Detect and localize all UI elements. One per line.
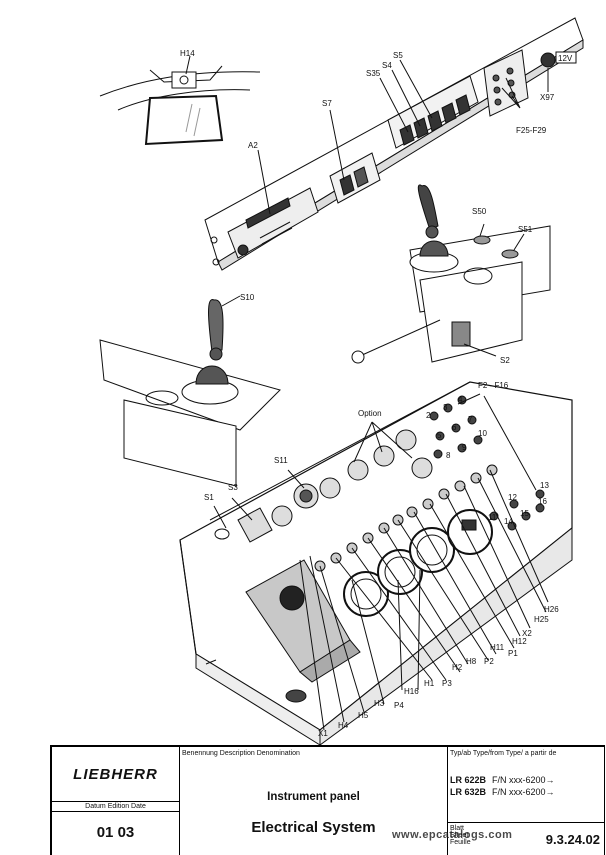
label-h5: H5 — [358, 711, 369, 720]
edition-label: Datum Edition Date — [52, 803, 179, 812]
label-p2: P2 — [484, 657, 494, 666]
label-h4: H4 — [338, 721, 349, 730]
type-row: LR 632B F/N xxx-6200→ — [450, 787, 555, 797]
label-s1: S1 — [204, 493, 214, 502]
label-f2-f16: F2 - F16 — [478, 381, 509, 390]
label-n6: 6 — [452, 423, 457, 432]
title-block: LIEBHERR Datum Edition Date 01 03 Benenn… — [50, 745, 605, 855]
label-s10: S10 — [240, 293, 255, 302]
document-system: Electrical System — [251, 819, 376, 836]
label-s4: S4 — [382, 61, 392, 70]
sheet-cell: Blatt Sheet Feuille 9.3.24.02 — [448, 823, 604, 855]
label-n12: 12 — [508, 493, 517, 502]
document-title: Instrument panel — [267, 791, 360, 803]
label-p3: P3 — [442, 679, 452, 688]
label-n10: 10 — [478, 429, 487, 438]
label-n8: 8 — [446, 451, 451, 460]
label-n3: 3 — [443, 403, 448, 412]
label-h11: H11 — [490, 643, 505, 652]
type-model: LR 632B — [450, 787, 487, 797]
label-h3: H3 — [374, 699, 385, 708]
label-x97: X97 — [540, 93, 555, 102]
instrument-panel-drawing: H14 S5 S4 S35 S7 A2 12V X97 F25-F29 S50 … — [99, 17, 584, 745]
type-label: Typ/ab Type/from Type/ a partir de — [450, 750, 557, 757]
label-s5: S5 — [393, 51, 403, 60]
label-h14: H14 — [180, 49, 195, 58]
label-n15: 15 — [520, 509, 529, 518]
label-s3: S3 — [228, 483, 238, 492]
label-n7: 7 — [468, 415, 473, 424]
type-model: LR 622B — [450, 775, 487, 785]
label-s11: S11 — [274, 456, 288, 465]
label-s7: S7 — [322, 99, 332, 108]
type-serial: F/N xxx-6200→ — [492, 775, 555, 785]
label-x2: X2 — [522, 629, 532, 638]
label-h8: H8 — [466, 657, 477, 666]
label-x1: X1 — [318, 729, 328, 738]
label-s35: S35 — [366, 69, 381, 78]
type-serial: F/N xxx-6200→ — [492, 787, 555, 797]
label-n2: 2 — [426, 411, 431, 420]
label-h26: H26 — [544, 605, 559, 614]
label-h2: H2 — [452, 663, 463, 672]
label-n11: 11 — [488, 513, 497, 522]
label-12v: 12V — [558, 54, 573, 63]
label-n16: 16 — [538, 497, 547, 506]
label-p1: P1 — [508, 649, 518, 658]
logo-cell: LIEBHERR — [52, 747, 180, 802]
label-s2: S2 — [500, 356, 510, 365]
label-n5: 5 — [437, 431, 442, 440]
label-h12: H12 — [512, 637, 527, 646]
label-n4: 4 — [458, 395, 463, 404]
label-s50: S50 — [472, 207, 487, 216]
label-h1: H1 — [424, 679, 435, 688]
type-cell: Typ/ab Type/from Type/ a partir de LR 62… — [448, 747, 604, 823]
label-f25-f29: F25-F29 — [516, 126, 547, 135]
label-h16: H16 — [404, 687, 419, 696]
edition-value: 01 03 — [96, 824, 135, 841]
sheet-number: 9.3.24.02 — [545, 832, 600, 847]
label-h25: H25 — [534, 615, 549, 624]
label-n13: 13 — [540, 481, 549, 490]
liebherr-logo: LIEBHERR — [73, 765, 158, 783]
label-option: Option — [358, 409, 382, 418]
label-n14: 14 — [504, 517, 513, 526]
label-n9: 9 — [462, 443, 467, 452]
description-label: Benennung Description Denomination — [182, 750, 300, 757]
watermark: www.epcatalogs.com — [392, 829, 513, 841]
sheet-label: Blatt Sheet Feuille — [450, 825, 471, 846]
label-s51: S51 — [518, 225, 533, 234]
label-p4: P4 — [394, 701, 404, 710]
description-cell: Benennung Description Denomination Instr… — [180, 747, 448, 855]
edition-cell: Datum Edition Date 01 03 — [52, 802, 180, 855]
label-a2: A2 — [248, 141, 258, 150]
type-row: LR 622B F/N xxx-6200→ — [450, 775, 555, 785]
